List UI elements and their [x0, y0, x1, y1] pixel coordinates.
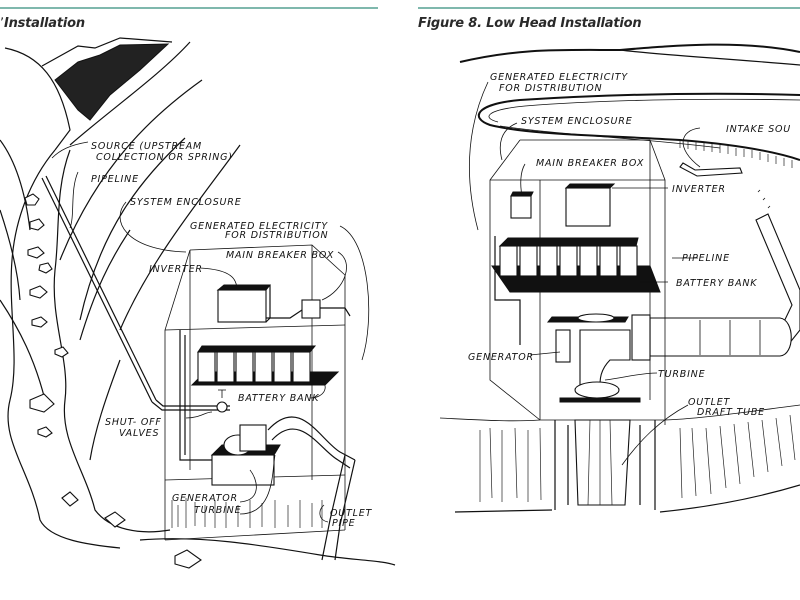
left-label-inverter: INVERTER	[149, 264, 203, 275]
right-label-battery-bank: BATTERY BANK	[676, 278, 757, 289]
left-label-pipeline: PIPELINE	[91, 174, 139, 185]
right-label-outlet-line1: OUTLET	[688, 397, 731, 408]
left-label-shutoff-line1: SHUT- OFF	[105, 417, 162, 428]
left-label-generated-line1: GENERATED ELECTRICITY	[190, 221, 328, 232]
left-main-breaker-box	[266, 299, 351, 319]
left-figure-caption: ʼInstallation	[0, 16, 85, 31]
left-label-shutoff-line2: VALVES	[119, 428, 159, 439]
left-label-generator: GENERATOR	[172, 493, 238, 504]
right-leader-lines	[468, 81, 701, 466]
left-label-source-line2: COLLECTION OR SPRING)	[96, 152, 233, 163]
distant-ridge	[459, 43, 800, 66]
right-label-pipeline: PIPELINE	[682, 253, 730, 264]
right-ground-hatching	[439, 404, 800, 513]
stream	[7, 149, 202, 569]
right-header-rule	[418, 7, 800, 9]
right-draft-tube	[554, 419, 656, 510]
right-label-intake-source: INTAKE SOU	[726, 124, 791, 135]
left-turbine-generator	[210, 389, 356, 561]
right-label-inverter: INVERTER	[672, 184, 726, 195]
right-label-generated-line1: GENERATED ELECTRICITY	[490, 72, 628, 83]
left-label-main-breaker-box: MAIN BREAKER BOX	[226, 250, 334, 261]
left-label-outlet-line1: OUTLET	[330, 508, 373, 519]
left-label-system-enclosure: SYSTEM ENCLOSURE	[130, 197, 242, 208]
right-inverter	[564, 183, 616, 227]
left-header-rule	[0, 7, 378, 9]
left-battery-bank	[179, 330, 340, 461]
hill-ridges	[0, 79, 241, 461]
right-turbine-generator	[546, 313, 641, 403]
left-leader-lines	[51, 141, 370, 523]
left-label-source-line1: SOURCE (UPSTREAM	[91, 141, 202, 152]
right-battery-bank	[491, 236, 661, 345]
left-label-outlet-line2: PIPE	[332, 518, 355, 529]
left-label-battery-bank: BATTERY BANK	[238, 393, 319, 404]
right-figure-caption: Figure 8. Low Head Installation	[418, 16, 642, 31]
right-main-breaker-box	[510, 191, 534, 219]
intake-reservoir	[477, 92, 800, 177]
caption-fragment-mark: ʼ	[0, 16, 4, 31]
right-label-generator: GENERATOR	[468, 352, 534, 363]
right-label-system-enclosure: SYSTEM ENCLOSURE	[521, 116, 633, 127]
left-label-generated-line2: FOR DISTRIBUTION	[225, 230, 328, 241]
left-ground-hatching	[139, 498, 396, 566]
right-label-main-breaker-box: MAIN BREAKER BOX	[536, 158, 644, 169]
right-label-turbine: TURBINE	[658, 369, 705, 380]
left-label-turbine: TURBINE	[194, 505, 241, 516]
right-system-enclosure	[489, 139, 666, 425]
left-system-enclosure	[164, 244, 346, 541]
left-figure-illustration: SOURCE (UPSTREAM COLLECTION OR SPRING) P…	[0, 37, 396, 569]
left-inverter	[216, 284, 272, 323]
right-label-outlet-line2: DRAFT TUBE	[697, 407, 765, 418]
right-pipeline	[631, 189, 800, 361]
left-pipeline	[41, 175, 230, 411]
mountain-peak	[4, 37, 191, 151]
right-label-generated-line2: FOR DISTRIBUTION	[499, 83, 602, 94]
